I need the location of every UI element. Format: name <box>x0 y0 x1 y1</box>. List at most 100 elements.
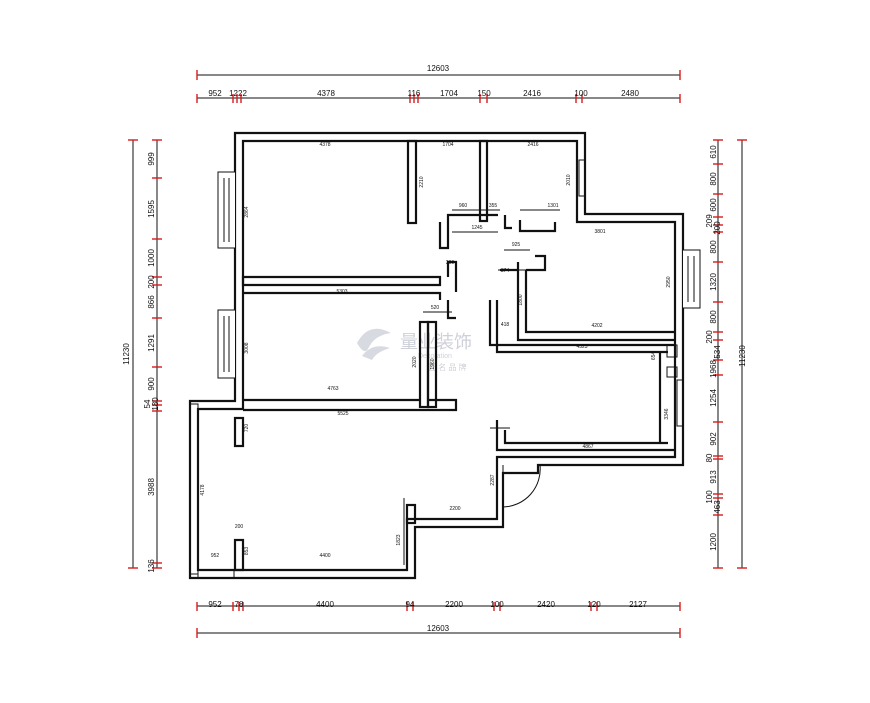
left-seg-11: 136 <box>147 559 156 573</box>
r3-height: 2010 <box>566 174 572 185</box>
wall-r1-r2 <box>406 139 418 225</box>
bottom-total-dim: 12603 <box>427 624 450 633</box>
misc-g: 200 <box>446 260 455 266</box>
bottom-seg-1: 952 <box>208 600 222 609</box>
misc-m: 2287 <box>490 474 496 485</box>
left-seg-3: 1000 <box>147 249 156 267</box>
right-seg-14: 80 <box>705 453 714 462</box>
wall-r1-door-jamb <box>446 260 458 292</box>
misc-d: 1301 <box>547 203 558 209</box>
misc-j: 520 <box>431 305 440 311</box>
left-seg-5: 866 <box>147 295 156 309</box>
right-seg-3: 600 <box>709 198 718 212</box>
inner-dim-marks <box>403 209 560 565</box>
wall-closet-c <box>518 220 557 233</box>
top-total-dim: 12603 <box>427 64 450 73</box>
misc-k: 654 <box>651 352 657 361</box>
left-dimensions: 11230 999 1595 1000 200 866 1291 900 54 … <box>122 139 162 573</box>
balcony-width: 2200 <box>449 506 460 512</box>
watermark-slogan: 匠 名 品 牌 <box>428 362 467 372</box>
wall-r9-bottom-inner <box>503 430 668 445</box>
right-seg-10: 534 <box>713 345 722 359</box>
r7-width: 4202 <box>591 323 602 329</box>
r4-height: 2950 <box>666 276 672 287</box>
wall-r4-door <box>526 254 547 272</box>
wall-r2-r3 <box>478 139 489 223</box>
r5-height: 3008 <box>244 342 250 353</box>
bottom-seg-4: 94 <box>406 600 415 609</box>
r6-bottom: 4763 <box>327 386 338 392</box>
right-seg-13: 902 <box>709 432 718 446</box>
r2-height: 2210 <box>419 176 425 187</box>
r1-height: 2864 <box>244 206 250 217</box>
window-balcony <box>189 403 235 579</box>
misc-b: 355 <box>489 203 498 209</box>
windows <box>189 159 701 579</box>
misc-p: 720 <box>244 424 250 433</box>
misc-o: 200 <box>235 524 244 530</box>
room-labels: 4378 2864 1704 2210 2416 2010 3801 2950 … <box>200 142 672 559</box>
living-height: 4178 <box>200 484 206 495</box>
misc-c: 1245 <box>471 225 482 231</box>
bottom-seg-3: 4400 <box>316 600 334 609</box>
left-seg-1: 999 <box>147 152 156 166</box>
left-seg-8: 54 <box>143 399 152 408</box>
left-seg-10: 3988 <box>147 478 156 496</box>
right-seg-9: 200 <box>705 330 714 344</box>
r1-width: 4378 <box>319 142 330 148</box>
window-bedroom4 <box>683 249 701 309</box>
wall-corridor-top <box>243 398 458 412</box>
right-seg-5: 200 <box>713 221 722 235</box>
right-dimensions: 610 800 600 209 200 800 1320 800 200 534… <box>705 139 747 569</box>
misc-l: 418 <box>501 322 510 328</box>
living-left: 952 <box>211 553 220 559</box>
top-seg-4: 116 <box>408 89 421 98</box>
wall-r4-left-inner <box>524 270 675 334</box>
window-bedroom2 <box>217 309 235 379</box>
bottom-seg-2: 78 <box>235 600 244 609</box>
r9-height: 3346 <box>664 408 670 419</box>
right-seg-6: 800 <box>709 240 718 254</box>
top-seg-3: 4378 <box>317 89 335 98</box>
top-seg-5: 1704 <box>440 89 458 98</box>
misc-f: 374 <box>501 268 510 274</box>
entry-door <box>502 464 541 508</box>
bottom-seg-9: 2127 <box>629 600 647 609</box>
right-seg-2: 800 <box>709 172 718 186</box>
right-seg-11: 1968 <box>709 360 718 378</box>
wall-closet-a <box>438 213 498 250</box>
right-seg-17: 463 <box>713 500 722 514</box>
bottom-seg-8: 120 <box>587 600 601 609</box>
r7-height: 1800 <box>518 294 524 305</box>
r9-width: 4867 <box>582 444 593 450</box>
wall-r5-jamb <box>446 300 456 320</box>
right-seg-15: 913 <box>709 470 718 484</box>
left-total-dim: 11230 <box>122 343 131 365</box>
misc-h: 2020 <box>412 356 418 367</box>
top-seg-7: 2416 <box>523 89 541 98</box>
wall-r5-top <box>243 291 442 300</box>
wall-r4-left <box>516 262 675 342</box>
right-total-dim: 11230 <box>738 345 747 367</box>
right-seg-1: 610 <box>709 145 718 159</box>
misc-a: 960 <box>459 203 468 209</box>
misc-n: 853 <box>244 547 250 556</box>
left-seg-2: 1595 <box>147 200 156 218</box>
wall-hall-a <box>488 300 675 347</box>
bottom-seg-5: 2200 <box>445 600 463 609</box>
column-a <box>666 344 678 358</box>
corridor-width: 5525 <box>337 411 348 417</box>
r8-width: 4323 <box>576 344 587 350</box>
right-seg-18: 1200 <box>709 533 718 551</box>
r3-width: 2416 <box>527 142 538 148</box>
wall-hall-b <box>495 300 668 354</box>
window-bedroom1 <box>217 171 235 249</box>
right-seg-8: 800 <box>709 310 718 324</box>
window-top-right <box>578 159 586 197</box>
r2-width: 1704 <box>442 142 453 148</box>
bottom-seg-7: 2420 <box>537 600 555 609</box>
wall-r1-bottom <box>241 275 442 287</box>
left-seg-7: 900 <box>147 377 156 391</box>
right-seg-16: 100 <box>705 490 714 504</box>
